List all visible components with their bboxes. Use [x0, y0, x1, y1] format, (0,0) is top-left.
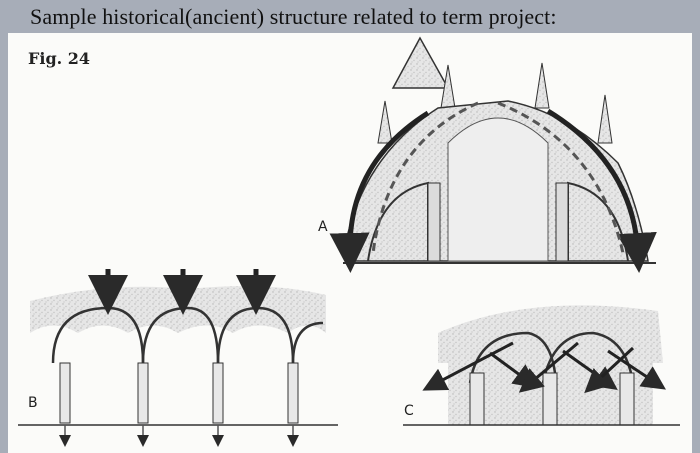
- structure-drawing: [18, 36, 680, 447]
- load-arrow-icon: [329, 110, 430, 273]
- load-arrow-icon: [546, 108, 657, 273]
- figure-frame: Fig. 24 A B C: [8, 33, 692, 453]
- spire-icon: [391, 36, 450, 89]
- thrust-arrow-icon: [584, 346, 635, 394]
- panel-a-drawing: [329, 36, 657, 273]
- panel-b-drawing: [18, 269, 338, 447]
- panel-label-a: A: [318, 219, 328, 235]
- figure-label: Fig. 24: [28, 49, 91, 68]
- panel-c-drawing: [403, 305, 680, 426]
- thrust-arrow-icon: [518, 341, 579, 393]
- thrust-arrow-icon: [422, 341, 514, 391]
- panel-label-b: B: [28, 395, 38, 411]
- slide-title: Sample historical(ancient) structure rel…: [30, 4, 557, 29]
- panel-label-c: C: [404, 403, 414, 419]
- thrust-arrow-icon: [607, 349, 666, 390]
